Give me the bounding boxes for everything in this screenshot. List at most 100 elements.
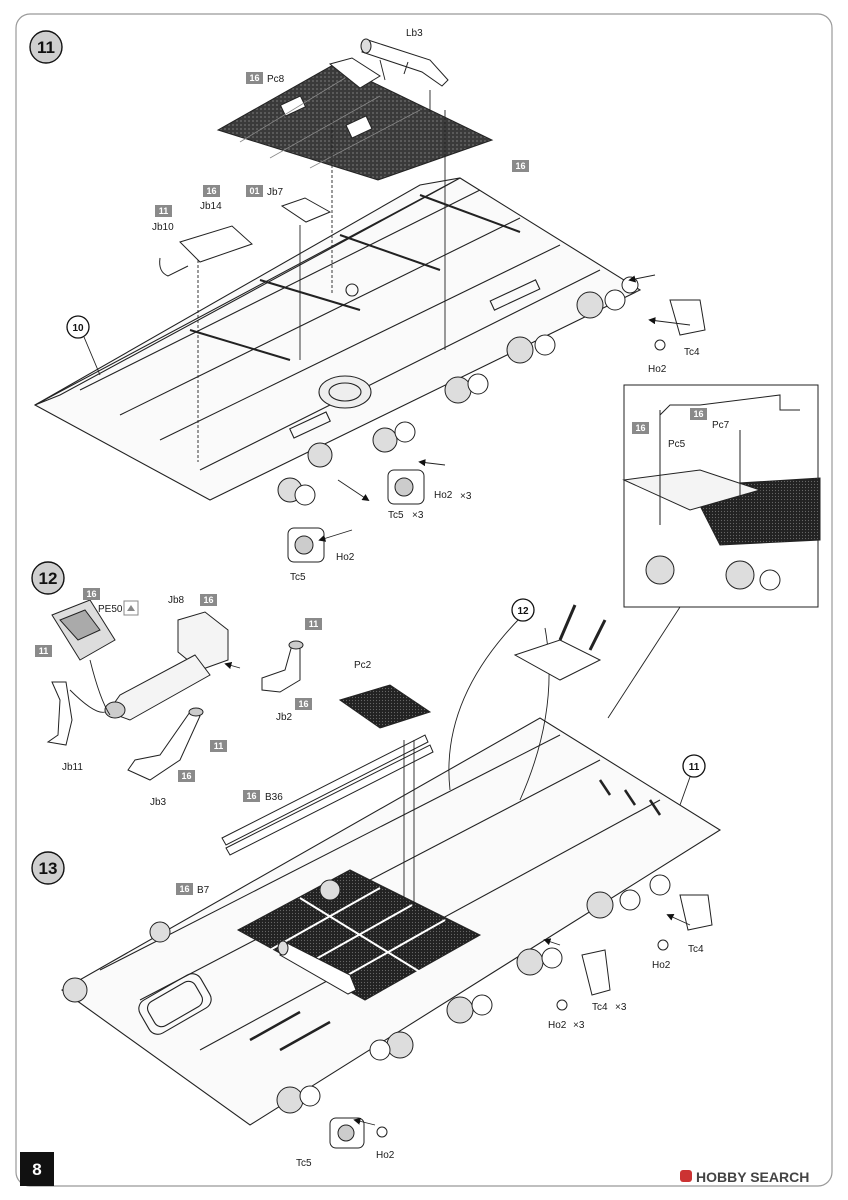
sprue-16-pc8-text: 16 (249, 73, 259, 83)
part-jb8 (104, 611, 229, 721)
step-13-badge: 13 (31, 851, 65, 885)
part-pe50 (51, 599, 116, 661)
sprue-16-jb14-text: 16 (206, 186, 216, 196)
bracket-tc4-a (654, 299, 706, 351)
sprue-16-b36-text: 16 (246, 791, 256, 801)
label-x3-s13a: ×3 (615, 1002, 627, 1013)
watermark: HOBBY SEARCH (680, 1169, 809, 1185)
ref-12-circle: 12 (511, 598, 535, 622)
part-pc2 (338, 684, 432, 729)
label-ho2-s11b: Ho2 (434, 490, 453, 501)
sprue-16-jb3-text: 16 (181, 771, 191, 781)
hull-step11 (33, 177, 642, 501)
sprue-16-jb8: 16 (200, 594, 217, 606)
sprue-11-jb2-text: 11 (309, 619, 319, 629)
sprue-11-jb11-text: 11 (39, 646, 49, 656)
detail-inset: 16 Pc5 16 Pc7 (622, 384, 821, 608)
suspension-step13 (62, 874, 671, 1114)
rods-b36-b7 (221, 734, 434, 856)
shell-step13 (277, 940, 357, 995)
sprue-16-pe50: 16 (83, 588, 100, 600)
part-jb10 (159, 257, 189, 277)
bracket-tc4-c (556, 949, 611, 1011)
ref-11-text: 11 (689, 762, 700, 773)
label-x3-s13b: ×3 (573, 1020, 585, 1031)
label-jb8: Jb8 (168, 595, 185, 606)
step-13-number: 13 (39, 859, 58, 878)
label-b7: B7 (197, 885, 210, 896)
label-tc4-s13a: Tc4 (688, 944, 704, 955)
step-11-badge: 11 (29, 30, 63, 64)
sprue-16-jb2-text: 16 (298, 699, 308, 709)
sprue-16-pc5-text: 16 (635, 423, 645, 433)
sprue-01-jb7: 01 (246, 185, 263, 197)
label-pc7: Pc7 (712, 420, 730, 431)
label-tc4-s11: Tc4 (684, 347, 700, 358)
part-jb3 (127, 707, 204, 781)
label-jb3: Jb3 (150, 797, 167, 808)
label-pc2: Pc2 (354, 660, 372, 671)
label-tc5-s11a: Tc5 (388, 510, 404, 521)
label-jb14: Jb14 (200, 201, 222, 212)
floor-plate-pc8 (216, 57, 494, 181)
ref-10-circle: 10 (66, 315, 101, 376)
sprue-11-jb3: 11 (210, 740, 227, 752)
label-ho2-s11a: Ho2 (648, 364, 667, 375)
inset-pointer (607, 606, 681, 719)
label-tc5-s13: Tc5 (296, 1158, 312, 1169)
sprue-16-hull: 16 (512, 160, 529, 172)
label-ho2-s13b: Ho2 (548, 1020, 567, 1031)
bracket-tc5-c (329, 1117, 388, 1149)
page-number-box: 8 (20, 1152, 54, 1186)
bracket-tc4-b (657, 894, 713, 951)
bracket-tc5-b (287, 527, 325, 563)
part-jb7 (280, 197, 332, 223)
sprue-16-jb8-text: 16 (203, 595, 213, 605)
sprue-11-jb10: 11 (155, 205, 172, 217)
ref-10-text: 10 (72, 323, 84, 334)
step11-guides (197, 59, 691, 542)
sprue-11-jb3-text: 11 (214, 741, 224, 751)
shell-lb3 (360, 38, 449, 87)
sprue-16-b36: 16 (243, 790, 260, 802)
part-cradle-assembly (513, 604, 607, 681)
step-11-number: 11 (37, 38, 55, 57)
page-number: 8 (32, 1160, 41, 1179)
label-ho2-s11c: Ho2 (336, 552, 355, 563)
ref-12-text: 12 (517, 606, 529, 617)
step-12-number: 12 (39, 569, 58, 588)
sprue-16-pc7-text: 16 (693, 409, 703, 419)
label-jb11: Jb11 (62, 762, 83, 773)
label-tc5-s11b: Tc5 (290, 572, 306, 583)
ref-11-circle: 11 (679, 754, 706, 806)
label-jb10: Jb10 (152, 222, 174, 233)
sprue-16-pc8: 16 (246, 72, 263, 84)
label-lb3: Lb3 (406, 28, 423, 39)
sprue-16-jb3: 16 (178, 770, 195, 782)
bracket-tc5-a (387, 469, 425, 505)
label-ho2-s13c: Ho2 (376, 1150, 395, 1161)
label-tc4-s13b: Tc4 (592, 1002, 608, 1013)
sprue-01-jb7-text: 01 (249, 186, 259, 196)
sprue-11-jb11: 11 (35, 645, 52, 657)
suspension-step11 (277, 276, 639, 506)
label-x3-s11b: ×3 (412, 510, 424, 521)
sprue-11-jb10-text: 11 (159, 206, 169, 216)
sprue-16-pe50-text: 16 (86, 589, 96, 599)
label-b36: B36 (265, 792, 283, 803)
label-x3-s11: ×3 (460, 491, 472, 502)
part-jb14 (179, 225, 253, 263)
watermark-text: HOBBY SEARCH (696, 1169, 809, 1185)
label-pc5: Pc5 (668, 439, 686, 450)
step-12-badge: 12 (31, 561, 65, 595)
sprue-16-b7-text: 16 (179, 884, 189, 894)
pe-icon (123, 600, 139, 616)
label-pe50: PE50 (98, 604, 123, 615)
sprue-16-hull-text: 16 (515, 161, 525, 171)
step12-guides (69, 659, 241, 716)
sprue-11-jb2: 11 (305, 618, 322, 630)
label-pc8: Pc8 (267, 74, 285, 85)
floor-plates-step13 (236, 869, 482, 1001)
label-jb7: Jb7 (267, 187, 284, 198)
